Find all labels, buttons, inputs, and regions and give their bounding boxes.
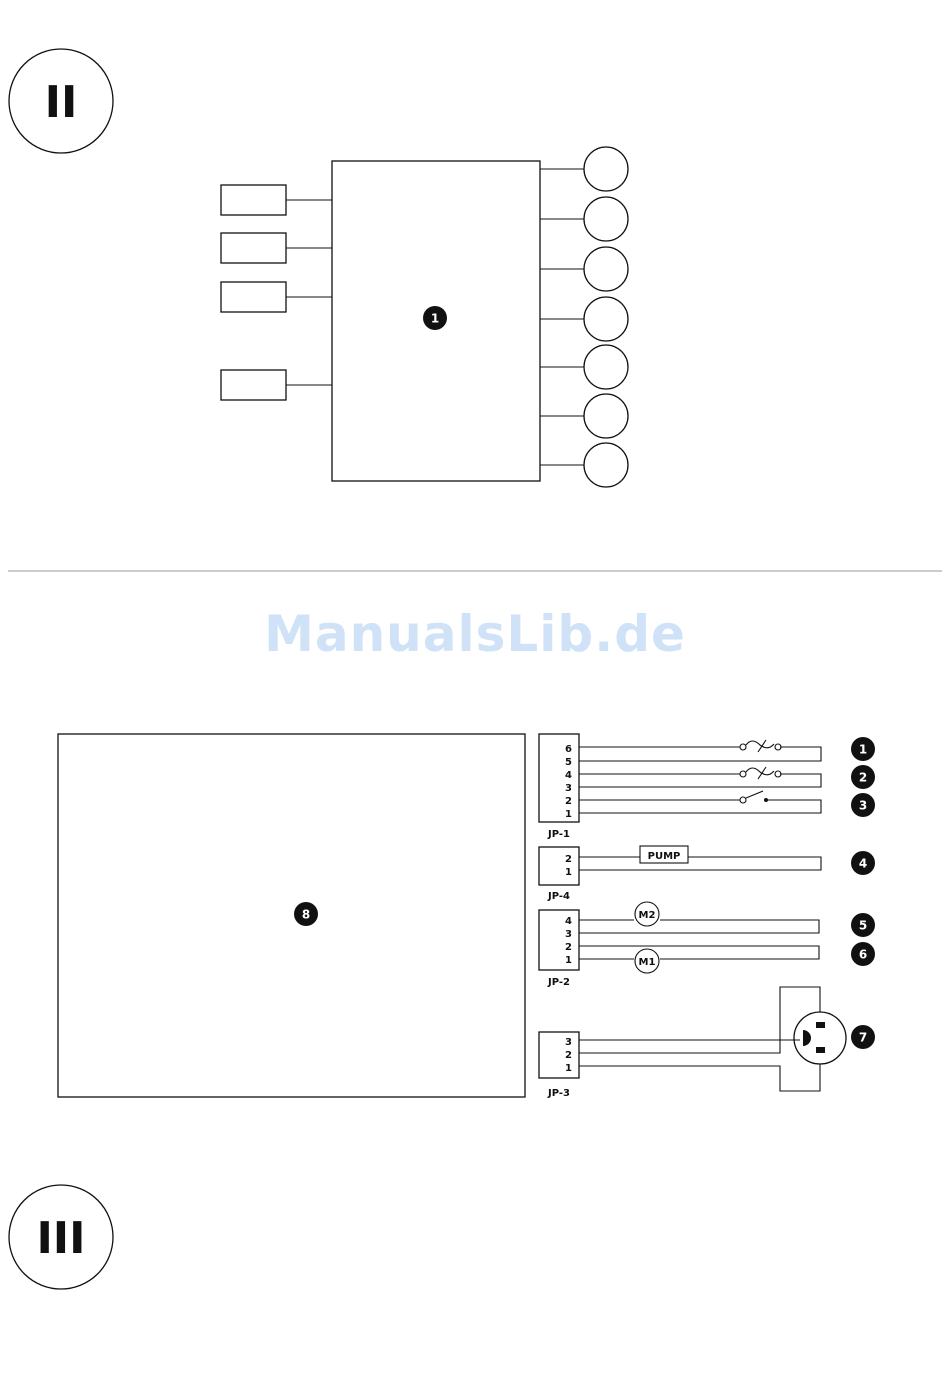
jp1-loop-2-wire bbox=[579, 774, 821, 787]
jp3-box bbox=[539, 1032, 579, 1078]
power-plug-symbol bbox=[794, 1012, 846, 1064]
main-board-box bbox=[58, 734, 525, 1097]
breaker-1-symbol bbox=[740, 740, 781, 752]
jp1-label: JP-1 bbox=[547, 829, 570, 840]
jp2-pin-1: 1 bbox=[565, 955, 572, 966]
input-block-1 bbox=[221, 185, 286, 215]
input-blocks bbox=[221, 185, 332, 400]
jp3-wire-1 bbox=[579, 1064, 820, 1091]
jp1-pin-5: 5 bbox=[565, 757, 572, 768]
jp2-pin-4: 4 bbox=[565, 916, 572, 927]
connector-jp2: 4 3 2 1 JP-2 M2 M1 bbox=[539, 902, 819, 988]
m2-wire bbox=[579, 920, 819, 933]
output-node-1 bbox=[584, 147, 628, 191]
callout-7-text: 7 bbox=[859, 1031, 867, 1045]
input-block-4 bbox=[221, 370, 286, 400]
jp4-pin-1: 1 bbox=[565, 867, 572, 878]
jp1-pin-2: 2 bbox=[565, 796, 572, 807]
control-unit-badge-text: 1 bbox=[431, 312, 439, 326]
m1-wire bbox=[579, 946, 819, 959]
jp2-pin-3: 3 bbox=[565, 929, 572, 940]
output-node-3 bbox=[584, 247, 628, 291]
section-iii-marker: III bbox=[9, 1185, 113, 1289]
main-board-badge-text: 8 bbox=[302, 908, 310, 922]
connector-jp3: 3 2 1 JP-3 bbox=[539, 987, 846, 1099]
jp4-pump-wire bbox=[579, 857, 821, 870]
callout-6-text: 6 bbox=[859, 948, 867, 962]
callout-5-text: 5 bbox=[859, 919, 867, 933]
input-block-2 bbox=[221, 233, 286, 263]
connector-jp4: 2 1 JP-4 PUMP bbox=[539, 846, 821, 902]
output-node-2 bbox=[584, 197, 628, 241]
jp2-label: JP-2 bbox=[547, 977, 570, 988]
jp1-pin-1: 1 bbox=[565, 809, 572, 820]
jp1-pin-3: 3 bbox=[565, 783, 572, 794]
callout-3-text: 3 bbox=[859, 799, 867, 813]
jp3-label: JP-3 bbox=[547, 1088, 570, 1099]
jp1-loop-3-wire bbox=[579, 800, 821, 813]
connector-jp1: 6 5 4 3 2 1 JP-1 bbox=[539, 734, 821, 840]
jp1-pin-6: 6 bbox=[565, 744, 572, 755]
jp1-box bbox=[539, 734, 579, 822]
jp4-label: JP-4 bbox=[547, 891, 570, 902]
output-node-4 bbox=[584, 297, 628, 341]
switch-symbol bbox=[740, 791, 768, 803]
output-node-6 bbox=[584, 394, 628, 438]
jp3-wire-2 bbox=[579, 987, 820, 1053]
callout-4-text: 4 bbox=[859, 857, 867, 871]
section-ii-marker: II bbox=[9, 49, 113, 153]
section-iii-label: III bbox=[36, 1213, 85, 1264]
jp1-loop-1-wire bbox=[579, 747, 821, 761]
section-ii-label: II bbox=[45, 77, 78, 128]
jp4-pin-2: 2 bbox=[565, 854, 572, 865]
watermark: ManualsLib.de bbox=[0, 605, 950, 663]
callout-2-text: 2 bbox=[859, 771, 867, 785]
output-node-5 bbox=[584, 345, 628, 389]
output-node-7 bbox=[584, 443, 628, 487]
jp2-pin-2: 2 bbox=[565, 942, 572, 953]
jp3-pin-3: 3 bbox=[565, 1037, 572, 1048]
main-board-block: 8 bbox=[58, 734, 525, 1097]
motor-m1-label: M1 bbox=[639, 957, 656, 968]
pump-label: PUMP bbox=[648, 851, 681, 862]
jp4-box bbox=[539, 847, 579, 885]
jp3-pin-2: 2 bbox=[565, 1050, 572, 1061]
control-unit-block: 1 bbox=[332, 161, 540, 481]
input-block-3 bbox=[221, 282, 286, 312]
jp1-pin-4: 4 bbox=[565, 770, 572, 781]
motor-m2-label: M2 bbox=[639, 910, 656, 921]
callout-badges: 1 2 3 4 5 6 7 bbox=[851, 737, 875, 1049]
callout-1-text: 1 bbox=[859, 743, 867, 757]
output-nodes bbox=[540, 147, 628, 487]
jp3-pin-1: 1 bbox=[565, 1063, 572, 1074]
breaker-2-symbol bbox=[740, 767, 781, 779]
jp2-box bbox=[539, 910, 579, 970]
